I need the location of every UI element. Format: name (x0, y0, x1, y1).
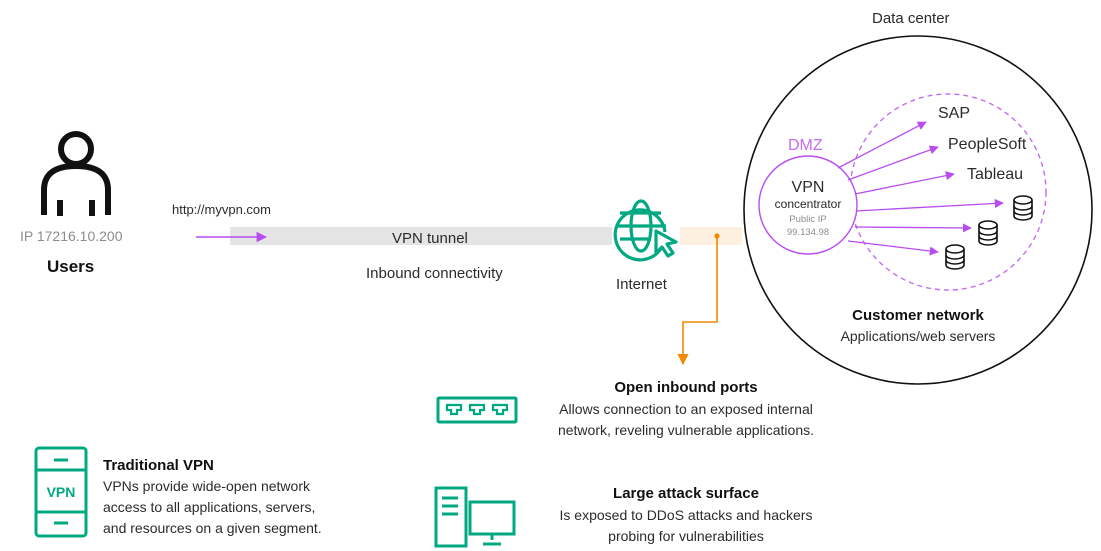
vpn-url[interactable]: http://myvpn.com (172, 202, 271, 217)
server-monitor-icon (434, 486, 516, 548)
arrow-to-sap (837, 121, 927, 169)
database-icon (1013, 195, 1033, 221)
exposed-port-arrow (677, 236, 718, 366)
arrow-to-db-2 (854, 223, 972, 233)
vpn-desc-2: access to all applications, servers, (103, 499, 315, 515)
ports-desc-2: network, reveling vulnerable application… (558, 422, 814, 438)
public-ip-label: Public IP (789, 214, 827, 225)
network-ports-icon (436, 396, 518, 424)
internet-segment (680, 227, 742, 245)
arrow-to-peoplesoft (847, 145, 939, 181)
vpn-desc-1: VPNs provide wide-open network (103, 478, 311, 494)
ports-desc-1: Allows connection to an exposed internal (559, 401, 813, 417)
app-sap: SAP (938, 105, 970, 122)
concentrator-title: VPN (792, 179, 825, 196)
vpn-tunnel-bar (230, 227, 612, 245)
datacenter-circle (743, 35, 1093, 385)
vpn-concentrator (758, 155, 858, 255)
ports-title: Open inbound ports (614, 379, 757, 396)
concentrator-fanout (837, 121, 1004, 256)
tunnel-label: VPN tunnel (392, 230, 468, 247)
attack-desc-2: probing for vulnerabilities (608, 528, 764, 544)
attack-desc-1: Is exposed to DDoS attacks and hackers (560, 507, 813, 523)
attack-title: Large attack surface (613, 485, 759, 502)
vpn-title: Traditional VPN (103, 457, 214, 474)
globe-cursor-icon (613, 199, 678, 262)
vpn-badge-text: VPN (47, 484, 76, 500)
arrow-to-db-3 (847, 240, 939, 256)
vpn-device-icon: VPN (34, 446, 88, 538)
user-ip: IP 17216.10.200 (20, 228, 123, 244)
internet-label: Internet (616, 276, 668, 293)
tunnel-sublabel: Inbound connectivity (366, 265, 503, 282)
public-ip-value: 99.134.98 (787, 227, 829, 238)
arrow-to-db-1 (855, 198, 1004, 212)
database-icon (945, 244, 965, 270)
database-icon (978, 220, 998, 246)
users-label: Users (47, 257, 94, 276)
app-tableau: Tableau (967, 166, 1023, 183)
user-icon (41, 131, 111, 216)
customer-network-title: Customer network (852, 307, 984, 324)
arrow-to-tableau (854, 171, 955, 195)
dmz-label: DMZ (788, 137, 823, 154)
concentrator-subtitle: concentrator (775, 197, 842, 211)
app-peoplesoft: PeopleSoft (948, 136, 1027, 153)
customer-network-subtitle: Applications/web servers (841, 328, 996, 344)
datacenter-title: Data center (872, 10, 950, 27)
vpn-desc-3: and resources on a given segment. (103, 520, 322, 536)
